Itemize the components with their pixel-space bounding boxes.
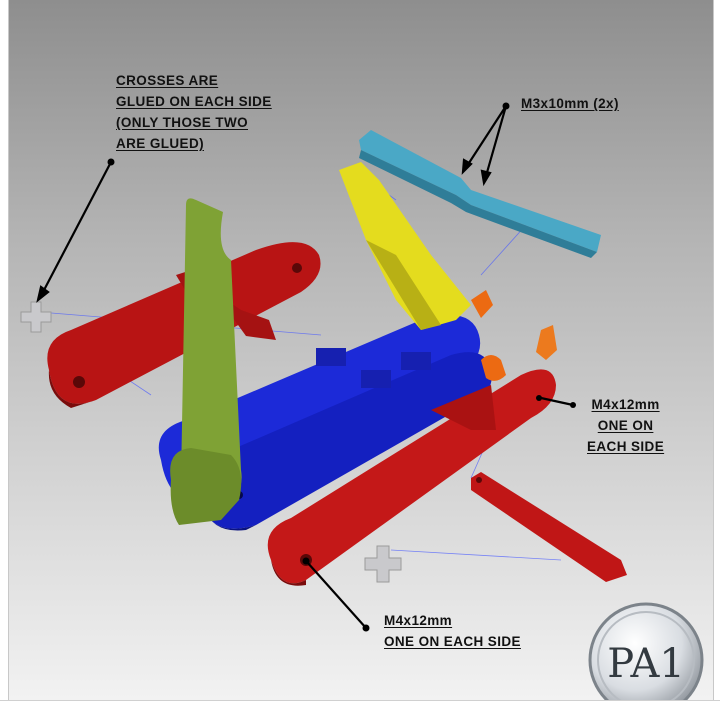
assembly-render: PA1 [9,0,713,700]
cyan-bar [359,130,601,258]
yellow-lever [339,162,471,330]
crosses-glued-label: CROSSES ARE GLUED ON EACH SIDE (ONLY THO… [116,73,272,151]
pa1-logo: PA1 [588,602,704,700]
m3-screws-label: M3x10mm (2x) [521,96,619,111]
leader-lines [36,102,576,632]
render-frame: PA1 CROSSES ARE GLUED ON EACH SIDE (ONLY… [8,0,714,700]
bottom-margin [0,700,720,720]
cross-part-bottom [364,545,402,583]
m4-screws-bottom-label: M4x12mm ONE ON EACH SIDE [384,613,521,649]
cross-part-left [20,301,52,333]
green-lever [170,198,242,525]
red-small-link [471,472,627,582]
m4-screws-right-label: M4x12mm ONE ON EACH SIDE [587,397,665,454]
pa1-logo-text: PA1 [607,641,685,687]
orange-small-parts [471,290,557,381]
